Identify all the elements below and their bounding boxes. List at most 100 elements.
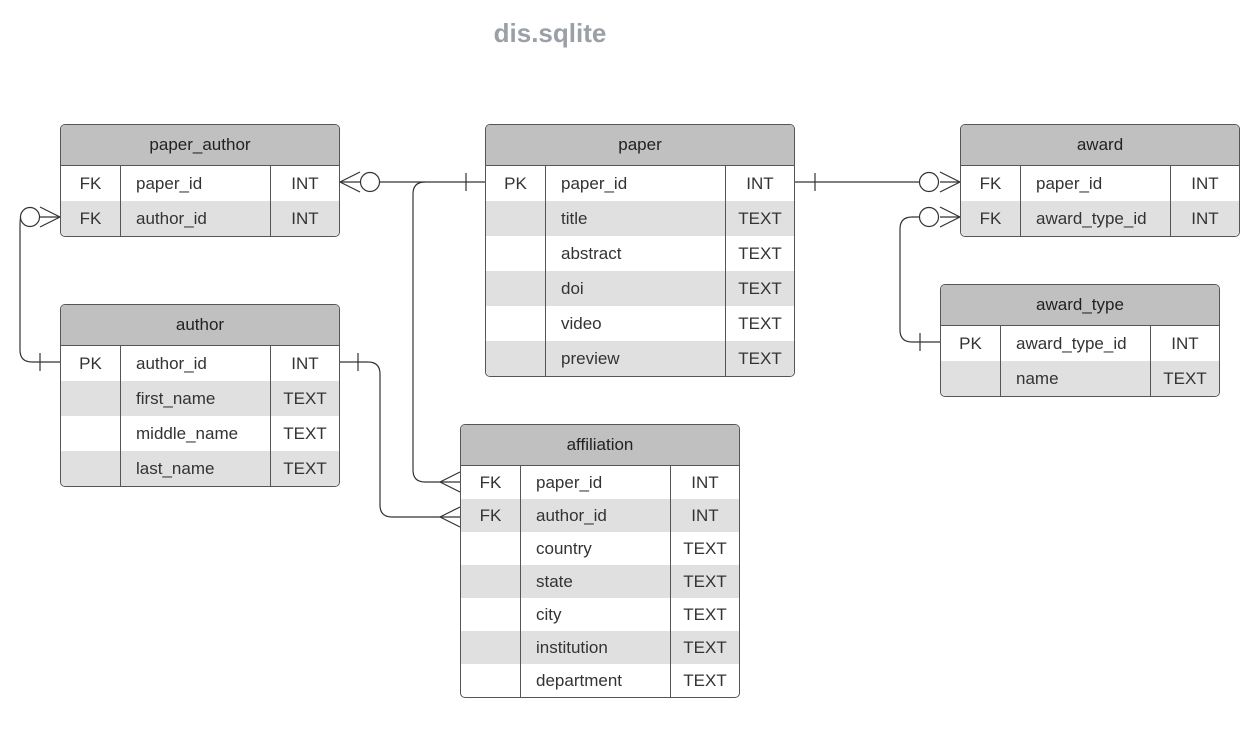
rel-paper-author-to-author	[19, 206, 61, 371]
column-key: FK	[61, 201, 121, 236]
column-key	[486, 201, 546, 236]
column-name: video	[546, 306, 726, 341]
column-name: abstract	[546, 236, 726, 271]
column-type: TEXT	[738, 209, 782, 228]
column-name: award_type_id	[1021, 201, 1171, 236]
column-type: TEXT	[738, 244, 782, 263]
column-key	[486, 271, 546, 306]
column-name: doi	[546, 271, 726, 306]
column-name: department	[521, 664, 671, 697]
column-type: TEXT	[738, 279, 782, 298]
column-type: TEXT	[738, 349, 782, 368]
column-type: INT	[291, 174, 319, 193]
column-key	[941, 361, 1001, 396]
paper-author-table-name: paper_author	[61, 125, 339, 166]
paper-column-row: doi TEXT	[486, 271, 794, 306]
column-type: TEXT	[283, 459, 327, 478]
affiliation-column-row: department TEXT	[461, 664, 739, 697]
column-type: INT	[1191, 209, 1219, 228]
column-type: TEXT	[683, 671, 727, 690]
column-key	[61, 451, 121, 486]
rel-paper-to-affiliation	[412, 181, 461, 493]
author-table-name: author	[61, 305, 339, 346]
column-key	[461, 532, 521, 565]
column-name: award_type_id	[1001, 326, 1151, 361]
author-column-row: first_name TEXT	[61, 381, 339, 416]
paper-table-name: paper	[486, 125, 794, 166]
column-key: FK	[961, 166, 1021, 201]
column-type: INT	[1171, 334, 1199, 353]
rel-paper-author-to-paper	[339, 171, 485, 193]
column-type: INT	[1191, 174, 1219, 193]
affiliation-column-row: state TEXT	[461, 565, 739, 598]
column-name: author_id	[121, 201, 271, 236]
column-key: FK	[61, 166, 121, 201]
column-name: author_id	[521, 499, 671, 532]
column-type: INT	[746, 174, 774, 193]
column-name: institution	[521, 631, 671, 664]
column-type: INT	[691, 473, 719, 492]
author-column-row: middle_name TEXT	[61, 416, 339, 451]
column-name: paper_id	[546, 166, 726, 201]
paper-column-row: abstract TEXT	[486, 236, 794, 271]
column-type: TEXT	[683, 605, 727, 624]
affiliation-table-name: affiliation	[461, 425, 739, 466]
column-name: paper_id	[1021, 166, 1171, 201]
column-key: PK	[941, 326, 1001, 361]
column-type: INT	[691, 506, 719, 525]
award-type-table-name: award_type	[941, 285, 1219, 326]
column-type: INT	[291, 354, 319, 373]
column-name: state	[521, 565, 671, 598]
affiliation-column-row: city TEXT	[461, 598, 739, 631]
column-name: preview	[546, 341, 726, 376]
paper-column-row: preview TEXT	[486, 341, 794, 376]
column-type: TEXT	[283, 389, 327, 408]
column-key: PK	[486, 166, 546, 201]
column-key	[61, 381, 121, 416]
column-name: author_id	[121, 346, 271, 381]
column-key: PK	[61, 346, 121, 381]
column-type: TEXT	[683, 572, 727, 591]
column-type: TEXT	[683, 539, 727, 558]
author-column-row: last_name TEXT	[61, 451, 339, 486]
column-name: city	[521, 598, 671, 631]
paper-column-row: title TEXT	[486, 201, 794, 236]
rel-paper-to-award	[795, 171, 961, 193]
rel-award-to-award-type	[899, 206, 961, 351]
rel-author-to-affiliation	[340, 353, 461, 528]
column-type: TEXT	[738, 314, 782, 333]
column-name: name	[1001, 361, 1151, 396]
column-name: paper_id	[121, 166, 271, 201]
paper-column-row: video TEXT	[486, 306, 794, 341]
diagram-title: dis.sqlite	[493, 18, 607, 48]
column-key	[61, 416, 121, 451]
column-key	[461, 631, 521, 664]
column-name: country	[521, 532, 671, 565]
column-key	[461, 664, 521, 697]
column-name: title	[546, 201, 726, 236]
column-key	[486, 306, 546, 341]
column-key: FK	[461, 499, 521, 532]
column-name: middle_name	[121, 416, 271, 451]
column-name: first_name	[121, 381, 271, 416]
column-name: last_name	[121, 451, 271, 486]
column-key: FK	[961, 201, 1021, 236]
column-key: FK	[461, 466, 521, 499]
column-key	[461, 565, 521, 598]
column-type: TEXT	[283, 424, 327, 443]
